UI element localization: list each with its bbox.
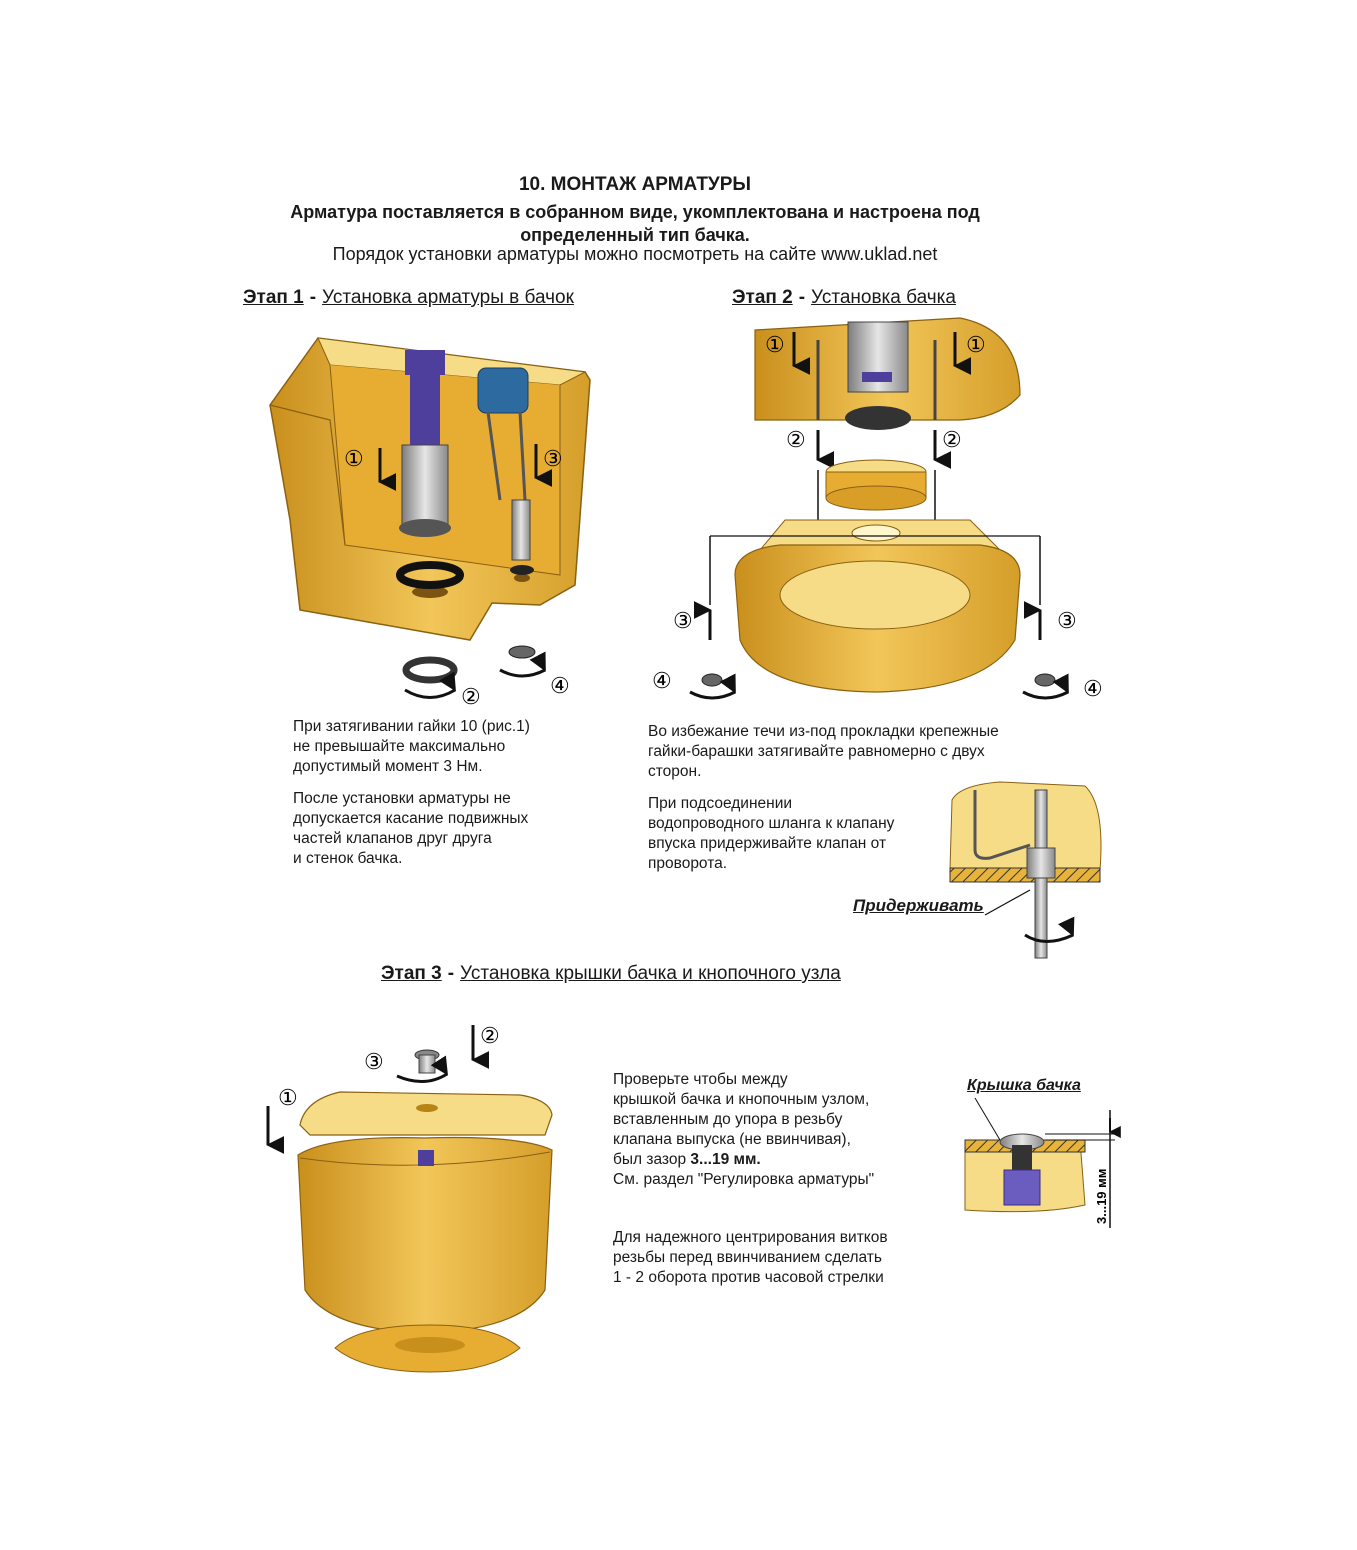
gap-dimension: 3...19 мм <box>1094 1169 1109 1224</box>
stage3-marker-2: ② <box>480 1023 500 1048</box>
stage2-note1-line: гайки-барашки затягивайте равномерно с д… <box>648 743 985 760</box>
stage1-marker-1: ① <box>344 446 364 471</box>
stage2-note1-line: Во избежание течи из-под прокладки крепе… <box>648 723 999 740</box>
stage2-note2-line: При подсоединении <box>648 795 793 812</box>
stage3-dash: - <box>447 963 455 984</box>
stage2-marker-3b: ③ <box>1057 608 1077 633</box>
stage2-bowl-illustration: ① ① ② ② ③ ③ ④ ④ <box>652 317 1103 701</box>
stage2-dash: - <box>798 287 806 308</box>
stage3-heading: Этап 3-Установка крышки бачка и кнопочно… <box>381 963 841 985</box>
stage1-notes: При затягивании гайки 10 (рис.1) не прев… <box>293 717 530 881</box>
lid-label: Крышка бачка <box>967 1077 1081 1094</box>
stage2-marker-2b: ② <box>942 427 962 452</box>
stage1-number: Этап 1 <box>243 287 304 308</box>
stage2-marker-2a: ② <box>786 427 806 452</box>
stage1-note2-line: После установки арматуры не <box>293 790 511 807</box>
stage1-note-2: После установки арматуры не допускается … <box>293 789 530 869</box>
gap-value: 3...19 мм. <box>690 1151 761 1168</box>
stage3-note1-last-line: См. раздел "Регулировка арматуры" <box>613 1171 875 1188</box>
page-title: 10. МОНТАЖ АРМАТУРЫ <box>518 174 752 195</box>
stage2-marker-1a: ① <box>765 332 785 357</box>
stage3-note1-line: клапана выпуска (не ввинчивая), <box>613 1131 851 1148</box>
stage3-title: Установка крышки бачка и кнопочного узла <box>460 963 841 984</box>
stage3-marker-1: ① <box>278 1085 298 1110</box>
stage1-note2-line: и стенок бачка. <box>293 850 403 867</box>
site-line: Порядок установки арматуры можно посмотр… <box>332 244 938 264</box>
stage3-note-2: Для надежного центрирования витков резьб… <box>613 1228 888 1288</box>
stage2-note2-line: водопроводного шланга к клапану <box>648 815 895 832</box>
stage2-note2-line: впуска придерживайте клапан от <box>648 835 887 852</box>
stage2-title: Установка бачка <box>811 287 956 308</box>
hold-label: Придерживать <box>853 896 984 915</box>
stage3-note2-line: резьбы перед ввинчиванием сделать <box>613 1249 882 1266</box>
stage2-hold-detail <box>949 781 1102 959</box>
stage1-note2-line: допускается касание подвижных <box>293 810 529 827</box>
stage2-heading: Этап 2-Установка бачка <box>732 287 956 309</box>
stage2-marker-4a: ④ <box>652 668 672 693</box>
stage1-marker-3: ③ <box>543 446 563 471</box>
stage2-marker-1b: ① <box>966 332 986 357</box>
page-subtitle: Арматура поставляется в собранном виде, … <box>0 201 1270 247</box>
subtitle-line-1: Арматура поставляется в собранном виде, … <box>290 202 980 222</box>
stage1-heading: Этап 1-Установка арматуры в бачок <box>243 287 574 309</box>
stage3-gap-detail: 3...19 мм <box>964 1097 1121 1228</box>
stage2-note1-line: сторон. <box>648 763 702 780</box>
stage3-gap-line: был зазор 3...19 мм. <box>613 1150 888 1170</box>
stage3-marker-3: ③ <box>364 1049 384 1074</box>
stage3-note1-line: крышкой бачка и кнопочным узлом, <box>613 1091 870 1108</box>
stage3-lid-illustration: ② ③ ① <box>266 1023 553 1373</box>
stage2-marker-3a: ③ <box>673 608 693 633</box>
stage3-note2-line: 1 - 2 оборота против часовой стрелки <box>613 1269 884 1286</box>
stage2-notes: Во избежание течи из-под прокладки крепе… <box>648 722 999 886</box>
stage2-number: Этап 2 <box>732 287 793 308</box>
stage2-note2-line: проворота. <box>648 855 728 872</box>
stage1-note2-line: частей клапанов друг друга <box>293 830 492 847</box>
stage1-marker-4: ④ <box>550 673 570 698</box>
gap-prefix: был зазор <box>613 1151 691 1168</box>
stage3-note1-line: вставленным до упора в резьбу <box>613 1111 843 1128</box>
stage1-note-1: При затягивании гайки 10 (рис.1) не прев… <box>293 717 530 777</box>
stage2-marker-4b: ④ <box>1083 676 1103 701</box>
stage2-note-1: Во избежание течи из-под прокладки крепе… <box>648 722 999 782</box>
stage1-dash: - <box>309 287 317 308</box>
stage3-note2-line: Для надежного центрирования витков <box>613 1229 888 1246</box>
stage3-note-1: Проверьте чтобы между крышкой бачка и кн… <box>613 1070 888 1190</box>
stage2-note-2: При подсоединении водопроводного шланга … <box>648 794 999 874</box>
stage1-note1-line: допустимый момент 3 Нм. <box>293 758 483 775</box>
stage3-notes: Проверьте чтобы между крышкой бачка и кн… <box>613 1070 888 1300</box>
stage1-tank-illustration: ① ③ ② ④ <box>269 337 591 709</box>
stage1-note1-line: не превышайте максимально <box>293 738 506 755</box>
subtitle-line-2: определенный тип бачка. <box>520 225 750 245</box>
stage3-number: Этап 3 <box>381 963 442 984</box>
stage1-title: Установка арматуры в бачок <box>322 287 574 308</box>
stage1-marker-2: ② <box>461 684 481 709</box>
stage3-note1-line: Проверьте чтобы между <box>613 1071 788 1088</box>
stage1-note1-line: При затягивании гайки 10 (рис.1) <box>293 718 530 735</box>
